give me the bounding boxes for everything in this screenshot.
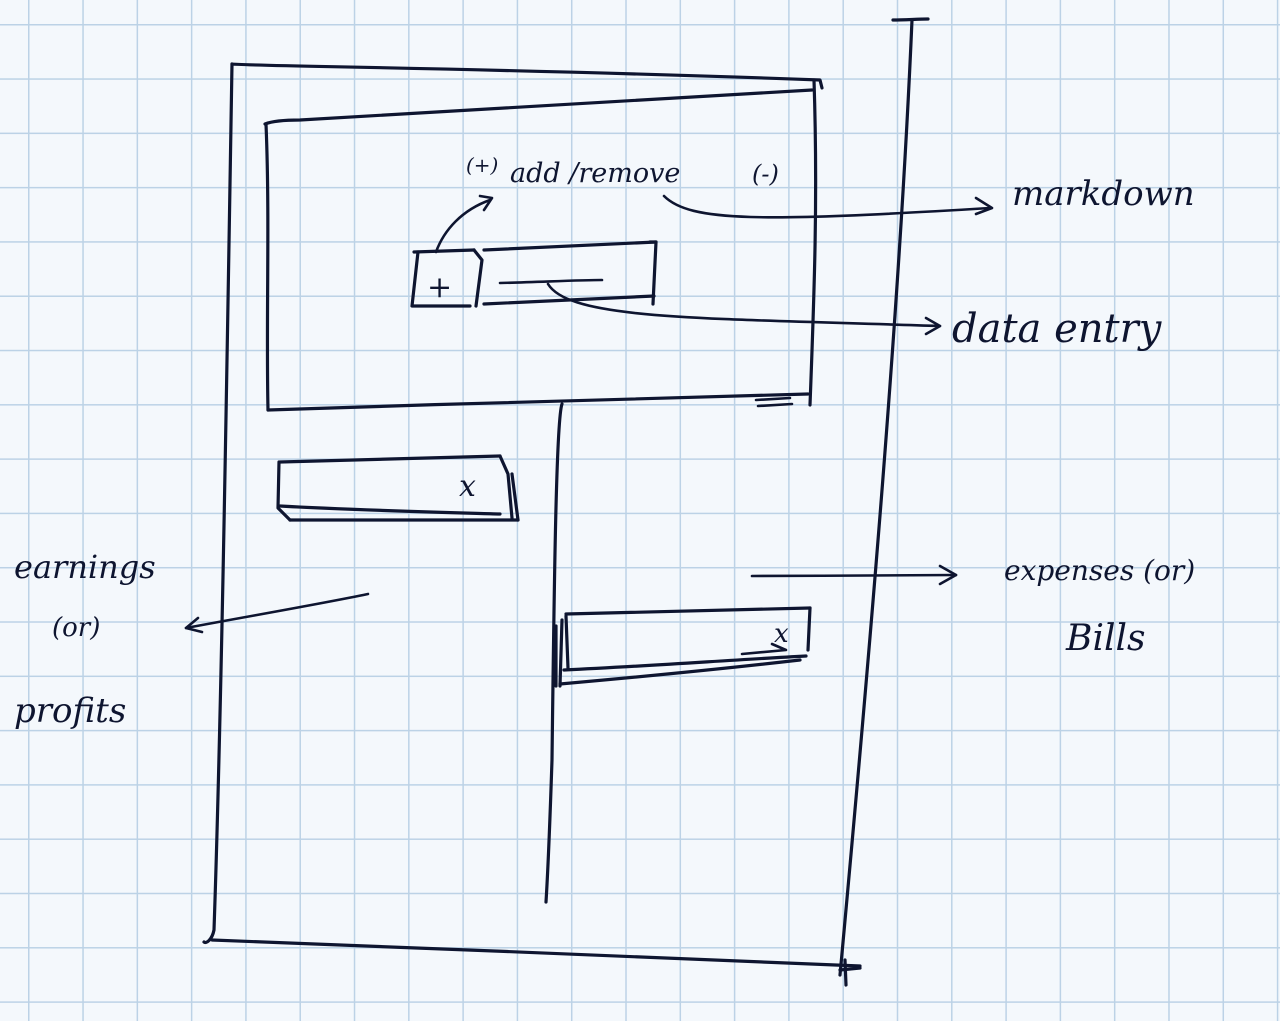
minus-glyph: (-): [752, 160, 779, 188]
add-symbol: +: [427, 270, 452, 305]
markdown-heading: (+) add /remove (-): [466, 153, 779, 189]
bills-label: Bills: [1065, 618, 1145, 659]
markdown-panel[interactable]: [263, 88, 814, 412]
earnings-or-label: (or): [52, 613, 100, 643]
arrow-to-data-entry: [546, 282, 942, 328]
curved-arrow: [434, 198, 492, 254]
earnings-card[interactable]: x: [276, 454, 520, 522]
expenses-label: expenses (or): [1004, 554, 1195, 587]
data-entry-field[interactable]: [482, 240, 658, 306]
data-entry-label: data entry: [952, 306, 1163, 352]
profits-label: profits: [14, 691, 126, 731]
earnings-label: earnings: [14, 548, 156, 586]
outer-frame: [202, 17, 930, 987]
add-button[interactable]: +: [410, 248, 484, 308]
arrow-to-markdown: [662, 194, 992, 219]
arrow-to-expenses: [750, 573, 958, 578]
plus-glyph: (+): [466, 153, 498, 177]
column-divider: [544, 402, 564, 904]
close-icon[interactable]: x: [774, 619, 789, 649]
markdown-label: markdown: [1012, 174, 1195, 214]
close-icon[interactable]: x: [459, 469, 476, 504]
arrow-to-earnings: [184, 592, 370, 630]
heading-text: add /remove: [510, 158, 680, 189]
expenses-card[interactable]: x: [554, 606, 812, 688]
